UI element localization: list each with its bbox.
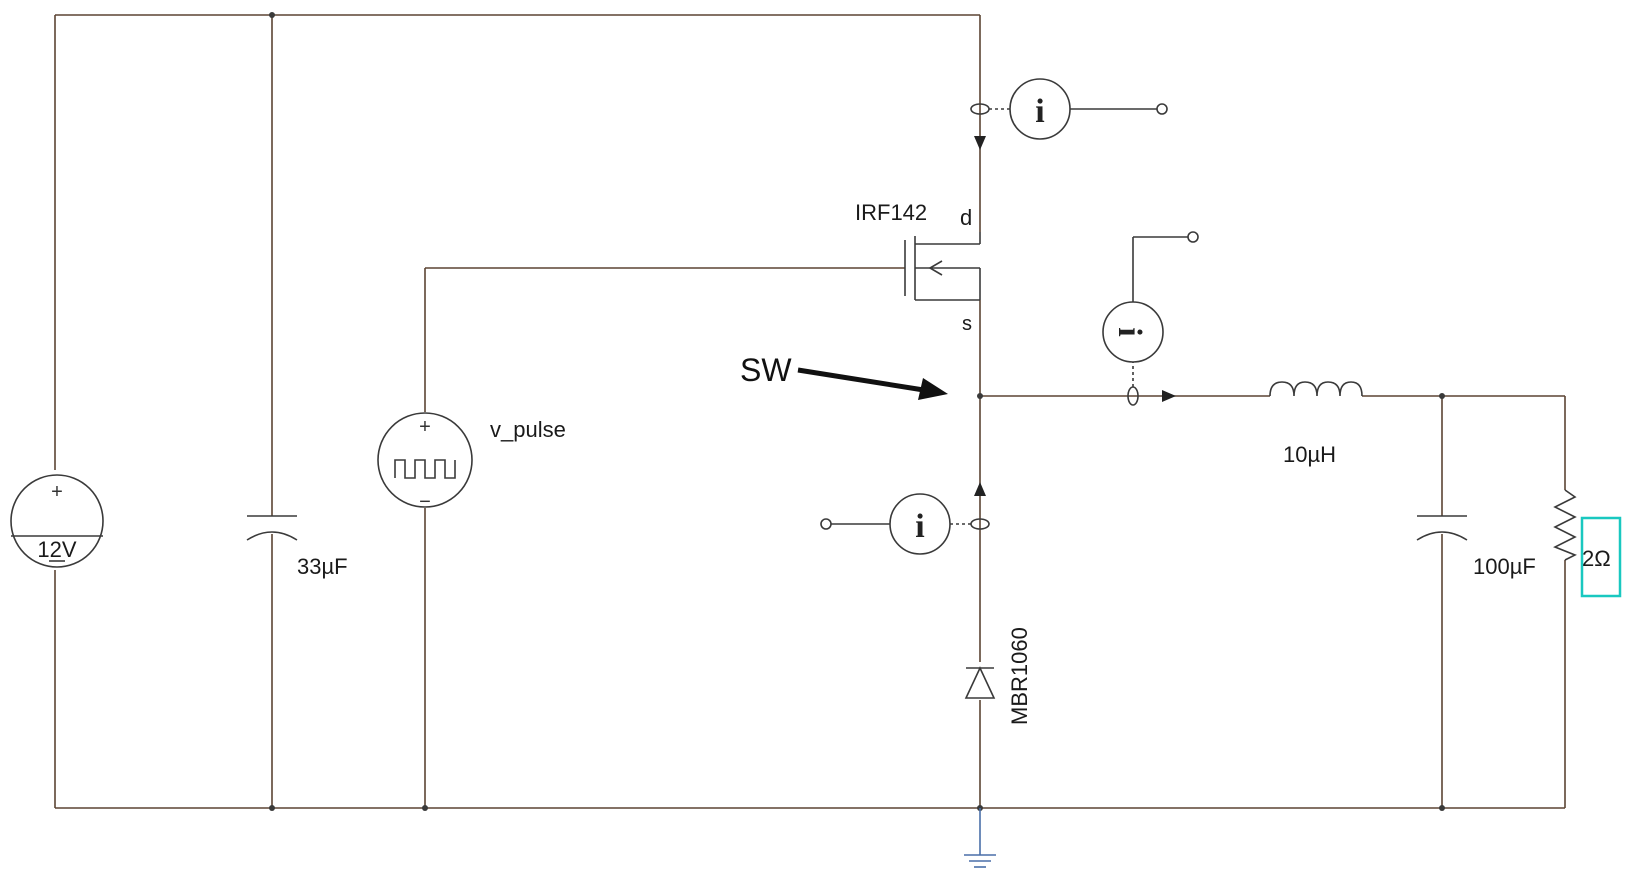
current-arrow-right-icon bbox=[1162, 390, 1176, 402]
switch-node-arrow-shaft bbox=[797, 367, 931, 394]
probe-terminal bbox=[1156, 103, 1168, 115]
wires bbox=[54, 14, 1566, 809]
diode-triangle-icon bbox=[964, 666, 996, 699]
input-capacitor: 33µF bbox=[246, 515, 348, 579]
mosfet-source-label: s bbox=[962, 313, 972, 335]
current-arrow-up-icon bbox=[974, 482, 986, 496]
ammeter-symbol: i bbox=[1035, 93, 1044, 130]
current-arrow-down-icon bbox=[974, 136, 986, 150]
pulse-source-circle bbox=[377, 412, 473, 508]
dc-voltage-source: + 12V bbox=[10, 474, 104, 568]
load-label: 2Ω bbox=[1582, 546, 1611, 571]
mosfet: IRF142 d s bbox=[855, 200, 981, 335]
input-capacitor-label: 33µF bbox=[297, 554, 348, 579]
junction-dot bbox=[977, 393, 983, 399]
mosfet-drain-label: d bbox=[960, 205, 972, 230]
inductor-label: 10µH bbox=[1283, 442, 1336, 467]
input-cap-plate-bottom bbox=[246, 531, 298, 541]
switch-node-label: SW bbox=[740, 352, 792, 388]
dc-source-plus: + bbox=[51, 481, 63, 503]
pulse-source: + − v_pulse bbox=[377, 412, 566, 513]
junction-dot bbox=[1439, 393, 1445, 399]
pulse-source-label: v_pulse bbox=[490, 417, 566, 442]
probe-terminal bbox=[1187, 231, 1199, 243]
ground-symbol bbox=[964, 808, 996, 868]
pulse-source-minus: − bbox=[419, 491, 431, 513]
probe-terminal bbox=[820, 518, 832, 530]
diode-current-probe: i bbox=[820, 482, 990, 555]
pulse-source-plus: + bbox=[419, 416, 431, 438]
inductor-current-probe: i bbox=[1102, 231, 1199, 406]
switch-node-annotation: SW bbox=[740, 352, 948, 400]
resistor-zigzag bbox=[1553, 489, 1577, 561]
junction-dot bbox=[422, 805, 428, 811]
load-highlight-box bbox=[1580, 516, 1622, 598]
inductor-coil bbox=[1269, 381, 1363, 397]
switch-node-arrow-icon bbox=[918, 378, 948, 400]
pulse-waveform-icon bbox=[394, 459, 456, 479]
junctions bbox=[269, 12, 1445, 811]
output-capacitor-label: 100µF bbox=[1473, 554, 1536, 579]
diode: MBR1060 bbox=[964, 627, 1032, 725]
load-resistor: 2Ω bbox=[1553, 489, 1622, 598]
drain-current-probe: i bbox=[970, 78, 1168, 150]
dc-source-circle bbox=[10, 474, 104, 568]
junction-dot bbox=[1439, 805, 1445, 811]
inductor: 10µH bbox=[1269, 381, 1363, 467]
junction-dot bbox=[269, 805, 275, 811]
mosfet-arrow-icon bbox=[928, 260, 943, 276]
junction-dot bbox=[269, 12, 275, 18]
dc-source-label: 12V bbox=[37, 537, 76, 562]
output-cap-plate-bottom bbox=[1416, 531, 1468, 541]
mosfet-label: IRF142 bbox=[855, 200, 927, 225]
output-capacitor: 100µF bbox=[1416, 515, 1536, 579]
ammeter-symbol: i bbox=[915, 508, 924, 545]
ammeter-symbol: i bbox=[1111, 327, 1148, 336]
diode-label: MBR1060 bbox=[1007, 627, 1032, 725]
